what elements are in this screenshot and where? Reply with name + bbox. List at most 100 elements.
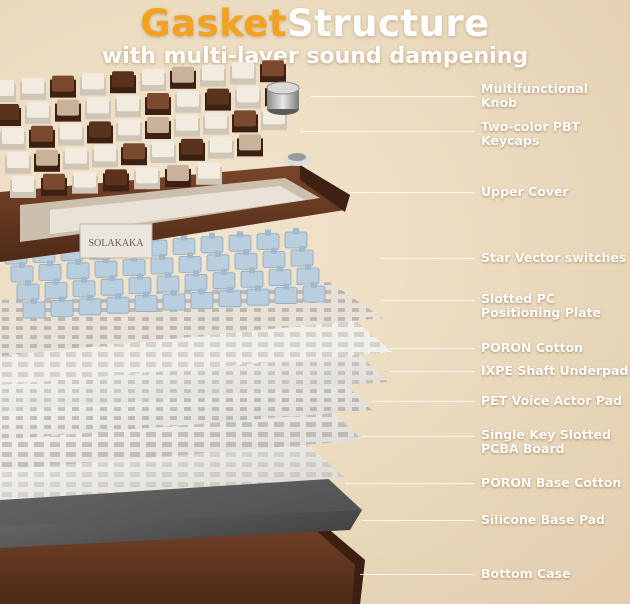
switch bbox=[228, 231, 252, 252]
switch bbox=[246, 285, 270, 306]
switch bbox=[162, 290, 186, 311]
label-pet: PET Voice Actor Pad bbox=[481, 393, 623, 408]
keycap bbox=[174, 114, 200, 137]
keycap bbox=[87, 121, 113, 144]
switch bbox=[38, 260, 62, 281]
switch bbox=[22, 298, 46, 319]
switch bbox=[284, 228, 308, 249]
label-keycaps: Two-color PBT Keycaps bbox=[481, 119, 581, 148]
keycap bbox=[5, 152, 31, 174]
keycap bbox=[55, 99, 81, 122]
switch bbox=[72, 276, 96, 298]
keycap bbox=[145, 93, 171, 115]
keycap bbox=[196, 162, 222, 185]
switch bbox=[100, 275, 124, 296]
switch bbox=[262, 247, 286, 269]
keycap bbox=[261, 108, 287, 131]
label-bottom-case: Bottom Case bbox=[481, 566, 571, 581]
keycap bbox=[140, 69, 166, 91]
keycap bbox=[205, 88, 231, 111]
switch bbox=[296, 264, 320, 285]
leader-line bbox=[345, 483, 475, 484]
keycap bbox=[0, 104, 21, 126]
keycap bbox=[50, 75, 76, 98]
keycap bbox=[58, 123, 84, 146]
keycap bbox=[72, 171, 98, 194]
keycap bbox=[237, 134, 263, 157]
keycap bbox=[85, 97, 111, 120]
switches-layer bbox=[4, 228, 326, 319]
switch bbox=[122, 255, 146, 277]
keycap bbox=[165, 165, 191, 187]
leader-line bbox=[390, 348, 475, 349]
label-ixpe: IXPE Shaft Underpad bbox=[481, 363, 629, 378]
leader-line bbox=[362, 520, 475, 521]
leader-line bbox=[362, 436, 475, 437]
keycap bbox=[115, 95, 141, 118]
keycap bbox=[92, 145, 118, 168]
keycap bbox=[200, 64, 226, 87]
keycap bbox=[235, 86, 261, 109]
keycap bbox=[203, 112, 229, 135]
switch bbox=[134, 291, 158, 313]
switch bbox=[200, 232, 224, 254]
switch bbox=[274, 283, 298, 305]
switch bbox=[178, 252, 202, 273]
leader-line bbox=[350, 192, 475, 193]
switch bbox=[290, 246, 314, 267]
switch bbox=[106, 293, 130, 314]
keycap bbox=[230, 62, 256, 85]
switch bbox=[50, 296, 74, 317]
keycap bbox=[110, 71, 136, 94]
keycap bbox=[41, 173, 67, 196]
label-upper-cover: Upper Cover bbox=[481, 184, 569, 199]
keycap bbox=[121, 143, 147, 166]
leader-line bbox=[300, 131, 475, 132]
keycap bbox=[260, 60, 286, 83]
switch bbox=[10, 262, 34, 283]
label-pcba: Single Key Slotted PCBA Board bbox=[481, 427, 611, 456]
switch bbox=[44, 278, 68, 299]
switch bbox=[212, 268, 236, 290]
leader-line bbox=[380, 300, 475, 301]
keycap bbox=[34, 149, 60, 172]
switch bbox=[184, 270, 208, 291]
label-switches: Star Vector switches bbox=[481, 250, 627, 265]
keycap bbox=[170, 66, 196, 89]
knob-illustration bbox=[266, 81, 311, 166]
leader-line bbox=[372, 401, 475, 402]
keycap bbox=[0, 80, 16, 102]
keycap bbox=[20, 77, 46, 100]
title-highlight: Gasket bbox=[140, 2, 288, 45]
switch bbox=[16, 280, 40, 301]
page-subtitle: with multi-layer sound dampening bbox=[101, 44, 529, 69]
switch bbox=[78, 294, 102, 316]
keycap bbox=[175, 90, 201, 113]
page-title: GasketStructure bbox=[0, 4, 630, 44]
leader-line bbox=[380, 258, 475, 259]
switch bbox=[256, 229, 280, 251]
switch bbox=[150, 254, 174, 275]
switch bbox=[94, 257, 118, 278]
leader-line bbox=[390, 371, 475, 372]
switch bbox=[128, 273, 152, 295]
label-poron-cotton: PORON Cotton bbox=[481, 340, 584, 355]
title-main: Structure bbox=[287, 2, 490, 45]
keycap bbox=[134, 167, 160, 190]
keycap bbox=[103, 169, 129, 192]
switch bbox=[190, 288, 214, 309]
label-knob: Multifunctional Knob bbox=[481, 81, 588, 110]
switch bbox=[234, 249, 258, 270]
switch bbox=[206, 250, 230, 272]
brand-logo-text: SOLAKAKA bbox=[89, 238, 145, 249]
keycap bbox=[232, 110, 258, 133]
label-poron-base: PORON Base Cotton bbox=[481, 475, 622, 490]
switch bbox=[302, 282, 326, 303]
keycap bbox=[29, 125, 55, 148]
leader-line bbox=[360, 574, 475, 575]
keycap bbox=[116, 119, 142, 142]
keycap bbox=[208, 136, 234, 159]
keycap bbox=[63, 147, 89, 170]
keycap bbox=[145, 117, 171, 139]
